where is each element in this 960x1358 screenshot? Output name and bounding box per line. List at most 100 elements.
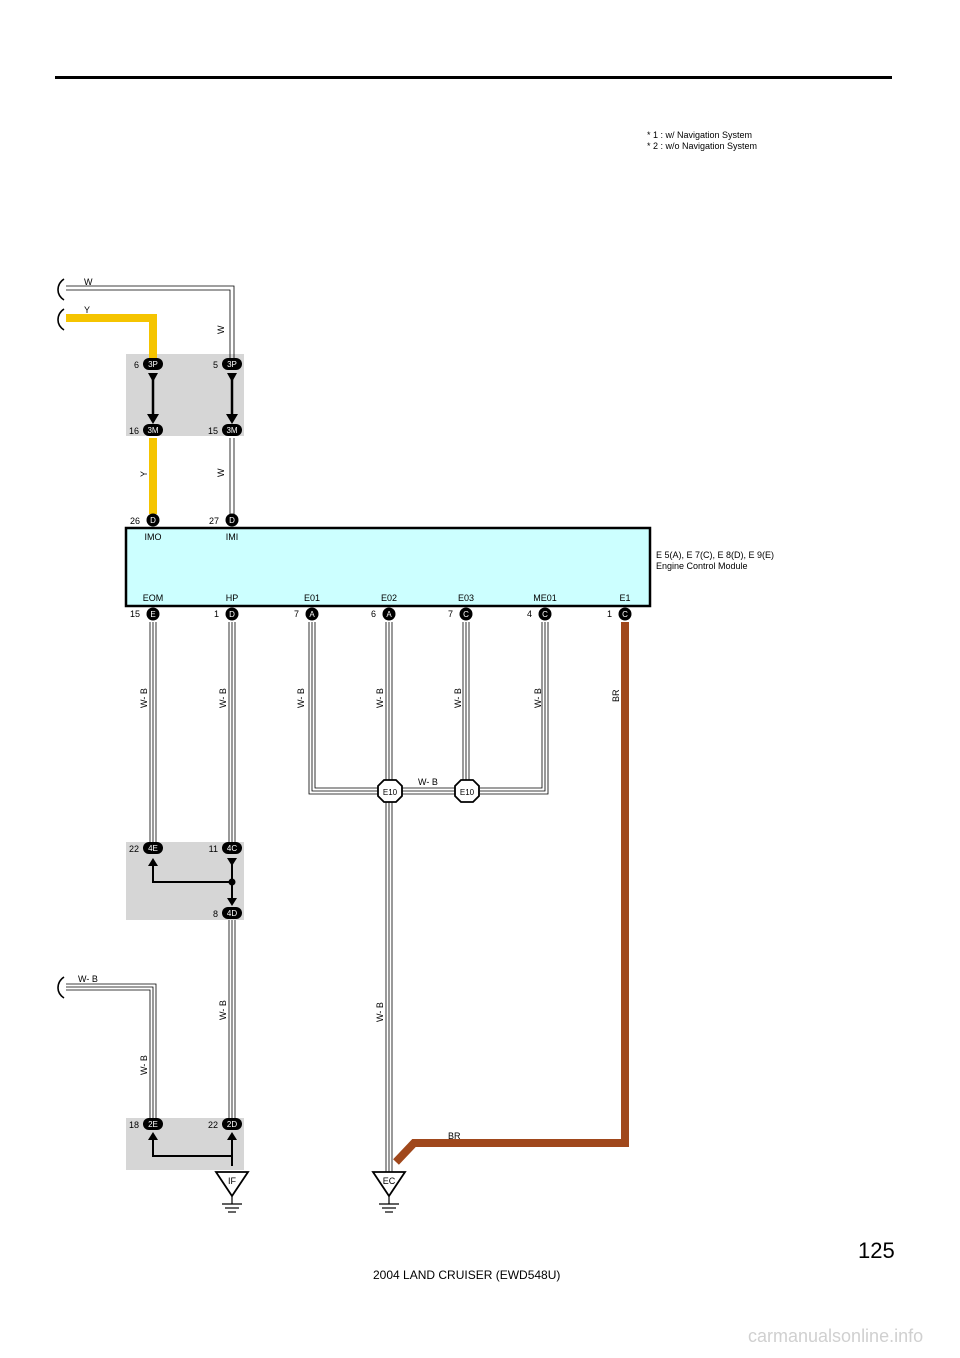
svg-text:E1: E1 (619, 593, 630, 603)
svg-text:22: 22 (129, 844, 139, 854)
ecm-connectors-label: E 5(A), E 7(C), E 8(D), E 9(E) (656, 550, 775, 560)
label-wb-left: W- B (78, 974, 98, 984)
pin-2d-22: 22 2D (208, 1118, 242, 1130)
splice-e10-right: E10 (454, 779, 480, 803)
svg-text:E03: E03 (458, 593, 474, 603)
label-br-e1: BR (611, 689, 621, 702)
label-wb-e03: W- B (453, 688, 463, 708)
label-wb-e01: W- B (296, 688, 306, 708)
label-top-w: W (84, 277, 93, 287)
svg-text:11: 11 (209, 844, 218, 854)
label-top-y: Y (84, 305, 90, 315)
pin-3p-5: 5 3P (213, 358, 242, 370)
svg-text:A: A (386, 610, 392, 619)
svg-text:3M: 3M (226, 426, 237, 435)
page-number: 125 (858, 1238, 895, 1263)
junction-2-arrows (148, 1132, 237, 1166)
header-rule (55, 76, 892, 79)
svg-text:IF: IF (228, 1176, 237, 1186)
svg-text:D: D (150, 516, 156, 525)
junction-4-arrows (148, 858, 237, 906)
svg-text:15: 15 (130, 609, 140, 619)
label-wb-left-vert: W- B (139, 1055, 149, 1075)
pin-ecm-eom: EOM 15 E (130, 593, 163, 621)
pin-3m-16: 16 3M (129, 424, 163, 436)
svg-text:D: D (229, 516, 235, 525)
svg-text:26: 26 (130, 516, 140, 526)
label-wb-eom: W- B (139, 688, 149, 708)
svg-text:6: 6 (134, 360, 139, 370)
svg-text:C: C (463, 610, 469, 619)
ground-if: IF (214, 1171, 250, 1213)
label-wb-hp-low: W- B (218, 1000, 228, 1020)
label-br-bottom: BR (448, 1131, 461, 1141)
label-wb-ec: W- B (375, 1002, 385, 1022)
splice-e10-left: E10 (377, 779, 403, 803)
junction-3-arrows (147, 373, 238, 424)
wire-wb-group (66, 622, 549, 1172)
svg-text:E10: E10 (460, 788, 475, 797)
pin-4d-8: 8 4D (213, 907, 242, 919)
note-1: * 1 : w/ Navigation System (647, 130, 753, 140)
ground-ec: EC (371, 1171, 407, 1213)
svg-text:27: 27 (209, 516, 219, 526)
document-title: 2004 LAND CRUISER (EWD548U) (373, 1268, 561, 1282)
pin-ecm-hp: HP 1 D (214, 593, 239, 621)
label-wb-me01: W- B (533, 688, 543, 708)
svg-text:7: 7 (448, 609, 453, 619)
svg-text:5: 5 (213, 360, 218, 370)
svg-text:E10: E10 (383, 788, 398, 797)
pin-4e-22: 22 4E (129, 842, 163, 854)
svg-text:IMI: IMI (226, 532, 239, 542)
svg-text:IMO: IMO (145, 532, 162, 542)
svg-text:3P: 3P (148, 360, 158, 369)
svg-text:1: 1 (607, 609, 612, 619)
svg-text:4D: 4D (227, 909, 237, 918)
pin-4c-11: 11 4C (209, 842, 242, 854)
svg-text:15: 15 (208, 426, 218, 436)
svg-text:E01: E01 (304, 593, 320, 603)
svg-text:E: E (150, 610, 155, 619)
svg-text:1: 1 (214, 609, 219, 619)
brace-top-w (57, 278, 65, 301)
svg-text:4C: 4C (227, 844, 237, 853)
svg-text:3M: 3M (147, 426, 158, 435)
svg-text:2E: 2E (148, 1120, 158, 1129)
svg-text:A: A (309, 610, 315, 619)
watermark: carmanualsonline.info (748, 1326, 924, 1346)
label-w-low: W (216, 468, 226, 477)
label-wb-hp: W- B (218, 688, 228, 708)
pin-ecm-me01: ME01 4 C (527, 593, 557, 621)
label-y-low: Y (139, 471, 149, 477)
pin-ecm-e02: E02 6 A (371, 593, 397, 621)
pin-ecm-e01: E01 7 A (294, 593, 320, 621)
svg-text:4E: 4E (148, 844, 158, 853)
svg-text:7: 7 (294, 609, 299, 619)
svg-text:3P: 3P (227, 360, 237, 369)
svg-text:16: 16 (129, 426, 139, 436)
svg-text:C: C (622, 610, 628, 619)
svg-text:D: D (229, 610, 235, 619)
pin-ecm-e03: E03 7 C (448, 593, 474, 621)
pin-ecm-imo: 26 D IMO (130, 513, 162, 542)
label-wb-splice: W- B (418, 777, 438, 787)
svg-text:6: 6 (371, 609, 376, 619)
svg-text:2D: 2D (227, 1120, 237, 1129)
pin-ecm-imi: 27 D IMI (209, 513, 239, 542)
svg-text:18: 18 (129, 1120, 139, 1130)
svg-text:22: 22 (208, 1120, 218, 1130)
svg-text:HP: HP (226, 593, 239, 603)
label-w-mid: W (216, 325, 226, 334)
svg-text:EOM: EOM (143, 593, 164, 603)
svg-text:C: C (542, 610, 548, 619)
brace-top-y (57, 308, 65, 331)
ecm-box (124, 526, 652, 608)
pin-3p-6: 6 3P (134, 358, 163, 370)
label-wb-e02: W- B (375, 688, 385, 708)
wire-y-top (66, 314, 157, 514)
svg-text:EC: EC (383, 1176, 396, 1186)
brace-bottom-wb (57, 976, 65, 999)
pin-2e-18: 18 2E (129, 1118, 163, 1130)
svg-text:4: 4 (527, 609, 532, 619)
